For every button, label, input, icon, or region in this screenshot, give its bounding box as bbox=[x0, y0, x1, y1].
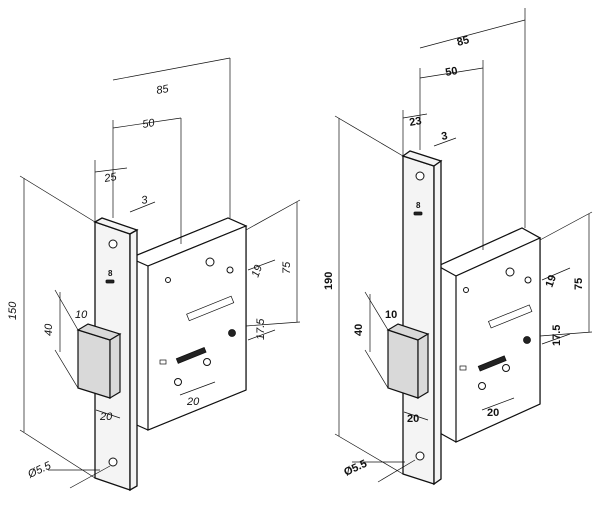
right-bottom-screw-hole bbox=[415, 451, 425, 461]
left-brand-mark: 8 bbox=[108, 269, 113, 278]
left-dim-faceplate-thickness: 3 bbox=[140, 194, 149, 207]
left-brand-logo bbox=[105, 279, 115, 284]
right-dim-bolt-top: 10 bbox=[385, 309, 397, 321]
left-dim-screw-hole: Ø5.5 bbox=[25, 459, 53, 481]
right-lock: 8 bbox=[323, 8, 593, 486]
right-dim-height: 190 bbox=[323, 272, 335, 290]
left-dim-upper-offset: 19 bbox=[250, 263, 265, 279]
left-lower-hole bbox=[174, 378, 182, 386]
right-dim-screw-hole: Ø5.5 bbox=[342, 458, 369, 479]
left-lock: 8 bbox=[7, 57, 301, 492]
right-dim-bolt-height: 40 bbox=[353, 324, 365, 336]
right-small-slot bbox=[459, 365, 467, 371]
left-dim-bolt-width: 20 bbox=[99, 411, 113, 423]
right-dim-body-height: 75 bbox=[573, 278, 585, 290]
left-dim-height: 150 bbox=[7, 301, 19, 320]
right-cylinder-slot bbox=[477, 355, 507, 372]
left-dim-faceplate-offset: 25 bbox=[102, 171, 118, 185]
right-dimension-labels: 85 50 23 3 190 40 10 20 20 19 75 17.5 Ø5… bbox=[323, 34, 585, 479]
left-small-slot bbox=[159, 359, 167, 365]
right-dimension-lines bbox=[334, 8, 593, 483]
left-top-screw-hole bbox=[108, 239, 118, 249]
right-dim-follower-offset: 17.5 bbox=[551, 325, 563, 346]
left-dim-bolt-height: 40 bbox=[43, 323, 55, 336]
right-screw-hole-upper bbox=[524, 276, 532, 284]
right-brand-mark: 8 bbox=[416, 201, 421, 210]
right-bolt bbox=[386, 323, 430, 400]
right-top-screw-hole bbox=[415, 171, 425, 181]
right-faceplate: 8 bbox=[401, 150, 443, 486]
left-dim-total-depth: 85 bbox=[155, 83, 170, 97]
right-dim-backset: 50 bbox=[444, 65, 458, 79]
right-hub-hole bbox=[505, 267, 515, 277]
left-dim-backset: 50 bbox=[141, 117, 156, 131]
left-dim-bolt-top: 10 bbox=[75, 309, 88, 321]
right-cylinder-hole bbox=[502, 364, 510, 372]
left-hub-hole bbox=[205, 257, 215, 267]
left-latch-slot bbox=[186, 295, 235, 322]
left-cylinder-hole bbox=[203, 358, 211, 366]
left-dim-follower-offset: 17.5 bbox=[255, 318, 267, 340]
right-dim-bolt-width: 20 bbox=[407, 413, 419, 425]
left-screw-hole-upper bbox=[226, 266, 234, 274]
left-dimension-lines bbox=[19, 57, 301, 489]
right-small-hole bbox=[463, 287, 469, 293]
right-dim-upper-offset: 19 bbox=[544, 273, 559, 289]
left-bolt bbox=[76, 323, 122, 400]
left-small-hole bbox=[165, 277, 171, 283]
right-brand-logo bbox=[413, 211, 423, 216]
right-latch-slot bbox=[488, 304, 533, 329]
right-lower-hole bbox=[478, 382, 486, 390]
left-bottom-screw-hole bbox=[108, 457, 118, 467]
left-dim-cylinder-spacing: 20 bbox=[186, 396, 200, 408]
right-dim-cylinder-spacing: 20 bbox=[487, 407, 499, 419]
left-lock-body bbox=[128, 217, 248, 431]
right-dim-faceplate-offset: 23 bbox=[408, 115, 422, 129]
left-dim-body-height: 75 bbox=[281, 261, 293, 274]
left-cylinder-slot bbox=[175, 347, 207, 364]
right-dim-total-depth: 85 bbox=[456, 34, 471, 49]
right-dim-faceplate-thickness: 3 bbox=[440, 130, 448, 143]
right-follower-hole bbox=[523, 336, 531, 344]
left-follower-hole bbox=[228, 329, 236, 337]
